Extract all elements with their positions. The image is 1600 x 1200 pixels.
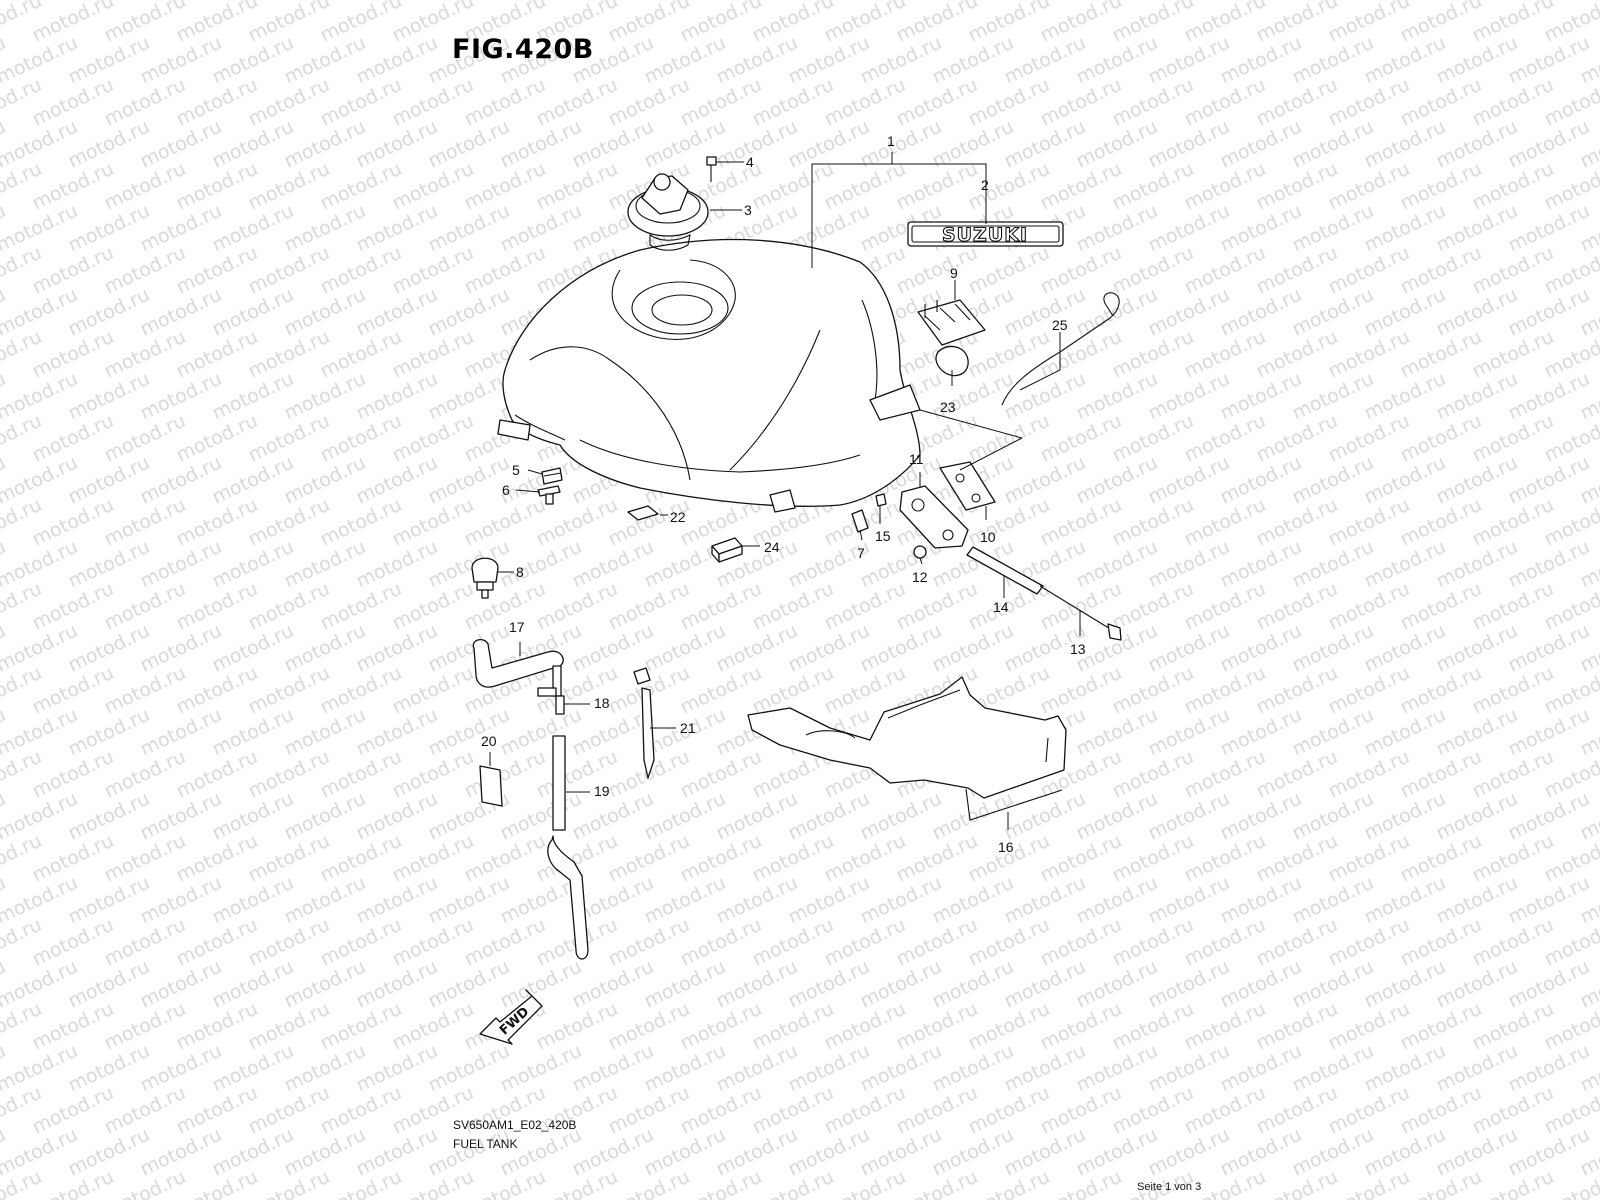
hinge-bolt	[1039, 585, 1122, 641]
callout-3: 3	[744, 202, 752, 218]
suzuki-emblem: SUZUKI	[907, 221, 1064, 247]
clip-15	[875, 493, 887, 507]
callout-11: 11	[909, 451, 924, 467]
cushion-rubber	[541, 467, 563, 485]
pad-22	[627, 505, 659, 521]
watermark-text: motod.ru	[1577, 0, 1600, 5]
clamp-21	[633, 667, 655, 779]
callout-2: 2	[981, 177, 989, 193]
collar-pipe	[966, 546, 1044, 595]
figure-title: FIG.420B	[452, 34, 594, 65]
callout-17: 17	[509, 619, 525, 635]
prop-rod	[1001, 292, 1120, 406]
callout-16: 16	[998, 839, 1014, 855]
callout-19: 19	[594, 783, 610, 799]
callout-4: 4	[746, 154, 754, 170]
callout-9: 9	[950, 265, 958, 281]
callout-6: 6	[502, 482, 510, 498]
cap-bolt	[706, 156, 717, 182]
callout-5: 5	[512, 462, 520, 478]
callout-8: 8	[516, 564, 524, 580]
callout-18: 18	[594, 695, 610, 711]
fuel-cap	[627, 173, 709, 251]
callout-10: 10	[980, 529, 996, 545]
hinge-bracket-10	[939, 461, 996, 511]
cushion-23	[935, 345, 969, 377]
hose-17	[472, 638, 564, 688]
callout-1: 1	[887, 133, 895, 149]
figure-name: FUEL TANK	[453, 1137, 518, 1151]
bracket-9	[917, 299, 986, 346]
hinge-bracket-11	[899, 485, 969, 549]
callout-25: 25	[1052, 317, 1068, 333]
cushion-7	[851, 509, 869, 533]
hose-19	[552, 735, 566, 831]
t-joint	[537, 665, 565, 715]
callout-12: 12	[912, 569, 928, 585]
model-code: SV650AM1_E02_420B	[453, 1118, 577, 1132]
label-20	[479, 765, 503, 807]
callout-20: 20	[481, 733, 497, 749]
callout-21: 21	[680, 720, 696, 736]
callout-23: 23	[940, 399, 956, 415]
callout-15: 15	[875, 528, 891, 544]
callout-14: 14	[993, 599, 1009, 615]
callout-7: 7	[857, 545, 865, 561]
leader-lines	[489, 152, 1081, 830]
damper	[471, 557, 499, 599]
emblem-text: SUZUKI	[942, 224, 1028, 246]
callout-13: 13	[1070, 641, 1086, 657]
hose-19-lower	[547, 835, 589, 960]
page-indicator: Seite 1 von 3	[1137, 1181, 1202, 1193]
nut-12	[913, 545, 927, 559]
heat-protector	[747, 676, 1067, 821]
callout-24: 24	[764, 539, 780, 555]
callout-22: 22	[670, 509, 686, 525]
collar	[537, 485, 561, 505]
cushion-24	[711, 537, 743, 563]
fuel-tank	[497, 238, 921, 513]
callouts: 1 2 3 4 5 6 7 8 9 10 11 12 13 14 15 16 1…	[481, 133, 1086, 855]
